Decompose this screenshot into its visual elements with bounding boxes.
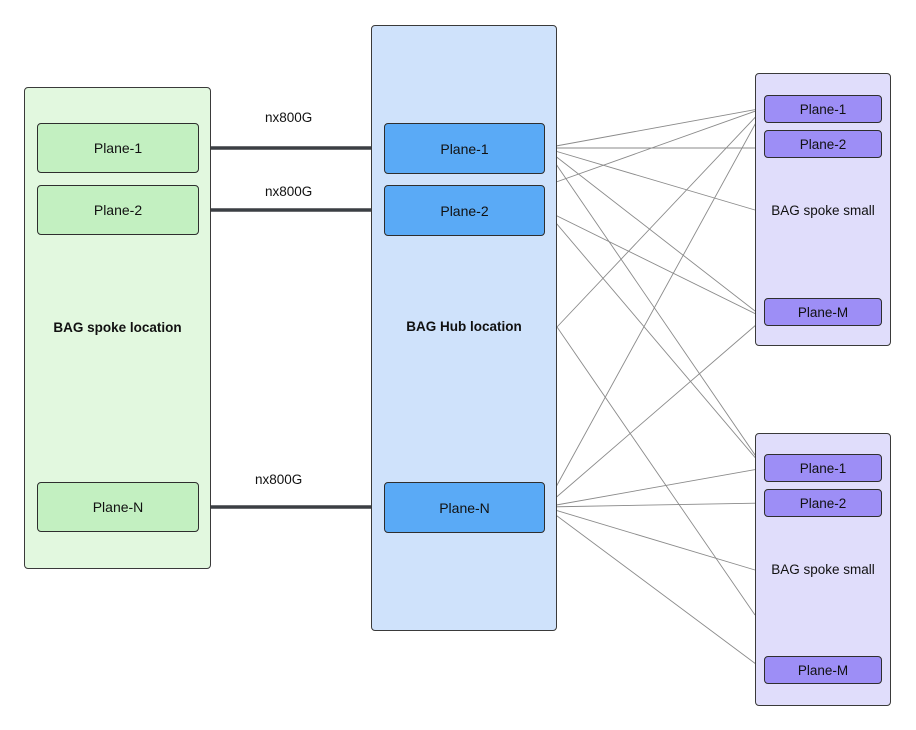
mesh-link [556,107,765,328]
link-label-plane-n: nx800G [255,472,303,487]
small-spoke-1-label: BAG spoke small [771,203,875,218]
spoke-plane-n[interactable]: Plane-N [37,482,199,532]
mesh-link [544,107,765,149]
hub-plane-n[interactable]: Plane-N [384,482,545,533]
small-spoke-2-plane-m[interactable]: Plane-M [764,656,882,684]
mesh-link [544,147,765,319]
hub-plane-2[interactable]: Plane-2 [384,185,545,236]
trunk-links [199,146,384,509]
mesh-link [544,502,765,508]
mesh-link [544,317,765,508]
mesh-link [544,209,765,469]
mesh-link [544,107,765,508]
small-spoke-2-plane-2[interactable]: Plane-2 [764,489,882,517]
mesh-link [544,467,765,508]
spoke-plane-1[interactable]: Plane-1 [37,123,199,173]
hub-plane-1[interactable]: Plane-1 [384,123,545,174]
mesh-link [544,506,756,571]
mesh-link [544,209,765,319]
spoke-location-label: BAG spoke location [53,320,182,335]
spoke-plane-2[interactable]: Plane-2 [37,185,199,235]
link-label-plane-1: nx800G [265,110,313,125]
small-spoke-1-plane-m[interactable]: Plane-M [764,298,882,326]
small-spoke-1-plane-2[interactable]: Plane-2 [764,130,882,158]
mesh-link [544,506,765,671]
hub-location-label: BAG Hub location [406,319,522,334]
mesh-links [544,107,765,671]
link-label-plane-2: nx800G [265,184,313,199]
mesh-link [556,326,756,616]
mesh-link [544,147,756,211]
small-spoke-2-plane-1[interactable]: Plane-1 [764,454,882,482]
small-spoke-2-label: BAG spoke small [771,562,875,577]
mesh-link [544,107,765,187]
small-spoke-1-plane-1[interactable]: Plane-1 [764,95,882,123]
